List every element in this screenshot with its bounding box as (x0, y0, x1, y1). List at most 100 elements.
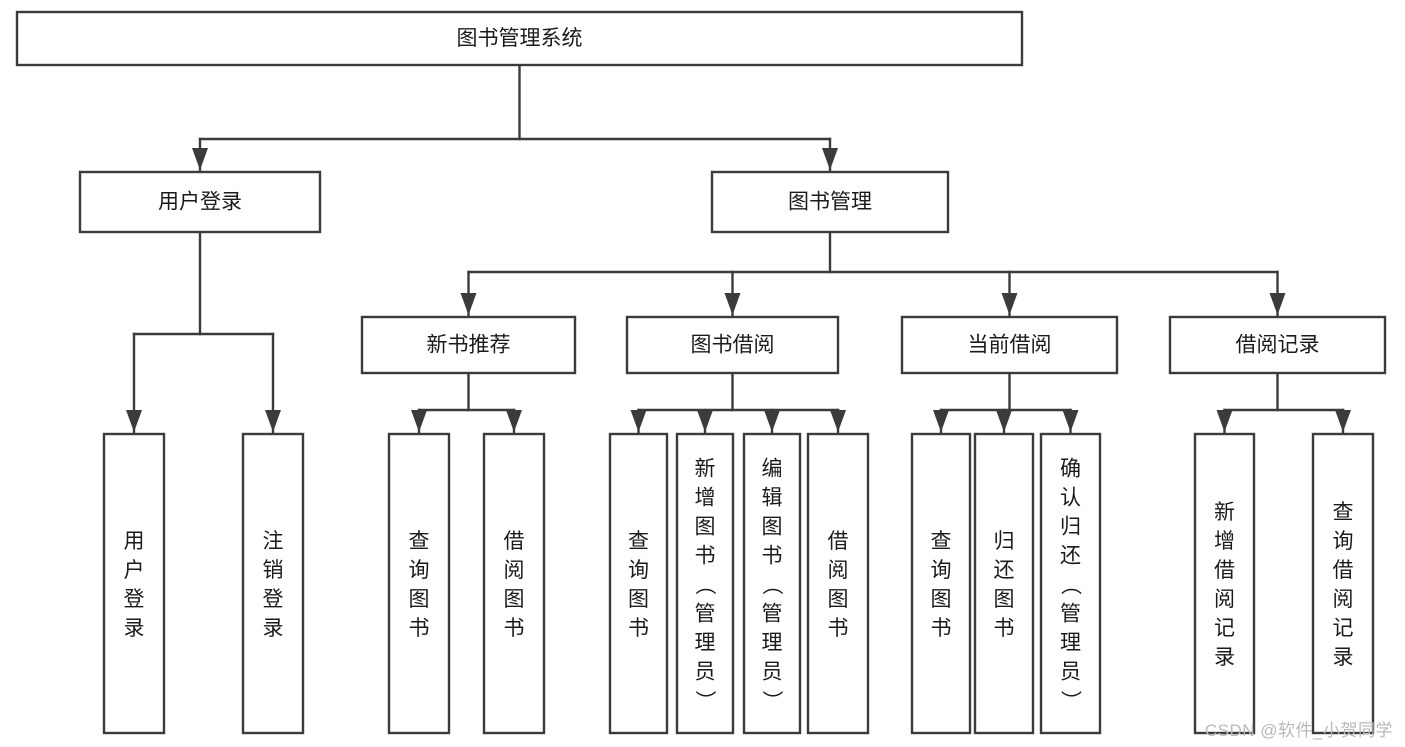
arrow-head-icon (1062, 410, 1079, 432)
node-label-char: 查 (1333, 501, 1354, 524)
arrow-head-icon (697, 410, 713, 432)
node-label-char: 记 (1333, 617, 1354, 640)
node-box[interactable] (78, 170, 322, 234)
node-label-char: 询 (931, 559, 952, 582)
node-book-management[interactable]: 图书管理 (710, 170, 950, 234)
node-label-char: 书 (628, 617, 649, 640)
node-leaf-user-login[interactable]: 用户登录 (102, 432, 166, 735)
node-label-char: 书 (504, 617, 525, 640)
node-box[interactable] (360, 315, 577, 375)
node-label-char: 查 (409, 530, 430, 553)
node-box[interactable] (241, 432, 305, 735)
node-label-char: 员 (1060, 661, 1081, 684)
node-box[interactable] (1039, 432, 1102, 735)
arrow-head-icon (764, 410, 780, 432)
node-label-char: 销 (263, 559, 284, 582)
node-label-char: 理 (762, 632, 783, 655)
node-label-char: ） (1059, 690, 1082, 711)
node-label-char: 录 (1333, 646, 1354, 669)
node-label-char: 管 (695, 603, 716, 626)
arrow-head-icon (996, 410, 1012, 432)
node-label-char: 认 (1060, 487, 1081, 510)
node-label-char: 图 (762, 516, 783, 539)
node-label-char: 查 (628, 530, 649, 553)
node-label-char: 确 (1060, 458, 1081, 481)
node-label-char: 借 (828, 530, 849, 553)
node-label-char: 图 (828, 588, 849, 611)
node-box[interactable] (742, 432, 802, 735)
node-label: 借阅记录 (1236, 334, 1320, 357)
node-label-char: 询 (628, 559, 649, 582)
node-label-char: 理 (1060, 632, 1081, 655)
node-label-char: 录 (124, 617, 145, 640)
node-label-char: 记 (1214, 617, 1235, 640)
node-box[interactable] (675, 432, 735, 735)
node-label-char: 编 (762, 458, 783, 481)
node-borrow-record[interactable]: 借阅记录 (1168, 315, 1387, 375)
node-label-char: 户 (124, 559, 145, 582)
node-box[interactable] (625, 315, 840, 375)
node-label: 图书管理系统 (457, 27, 583, 50)
arrow-head-icon (1001, 293, 1018, 315)
node-label-char: 归 (994, 530, 1015, 553)
node-label-char: 登 (124, 588, 145, 611)
node-label-char: 查 (931, 530, 952, 553)
node-label: 新书推荐 (427, 334, 511, 357)
node-box[interactable] (1168, 315, 1387, 375)
node-label-char: 增 (1214, 530, 1235, 553)
node-box[interactable] (806, 432, 870, 735)
node-label-char: 录 (1214, 646, 1235, 669)
node-label-char: 理 (695, 632, 716, 655)
node-box[interactable] (482, 432, 546, 735)
node-label-char: 阅 (1214, 588, 1235, 611)
node-label-char: 新 (695, 458, 716, 481)
node-box[interactable] (387, 432, 451, 735)
node-box[interactable] (15, 10, 1024, 67)
node-new-book-recommend[interactable]: 新书推荐 (360, 315, 577, 375)
node-label-char: 图 (628, 588, 649, 611)
arrow-head-icon (192, 148, 208, 170)
arrow-head-icon (933, 410, 949, 432)
arrow-head-icon (830, 410, 846, 432)
node-box[interactable] (1193, 432, 1256, 735)
node-box[interactable] (608, 432, 669, 735)
node-label: 图书管理 (788, 191, 872, 214)
node-label-char: ） (693, 690, 716, 711)
node-box[interactable] (710, 170, 950, 234)
node-box[interactable] (973, 432, 1035, 735)
node-label: 图书借阅 (691, 334, 775, 357)
node-box[interactable] (910, 432, 972, 735)
node-label-char: 书 (409, 617, 430, 640)
node-label-char: 录 (263, 617, 284, 640)
node-label: 用户登录 (158, 191, 242, 214)
node-label-char: 注 (263, 530, 284, 553)
node-current-borrow[interactable]: 当前借阅 (900, 315, 1119, 375)
node-label-char: 图 (695, 516, 716, 539)
node-label-char: 询 (409, 559, 430, 582)
node-box[interactable] (102, 432, 166, 735)
node-user-login[interactable]: 用户登录 (78, 170, 322, 234)
node-label-char: 还 (1060, 545, 1081, 568)
node-label-char: 书 (695, 545, 716, 568)
node-label-char: 登 (263, 588, 284, 611)
node-label-char: 辑 (762, 487, 783, 510)
node-book-borrow[interactable]: 图书借阅 (625, 315, 840, 375)
node-box[interactable] (900, 315, 1119, 375)
node-label-char: 借 (1333, 559, 1354, 582)
node-root[interactable]: 图书管理系统 (15, 10, 1024, 67)
node-box[interactable] (1311, 432, 1375, 735)
